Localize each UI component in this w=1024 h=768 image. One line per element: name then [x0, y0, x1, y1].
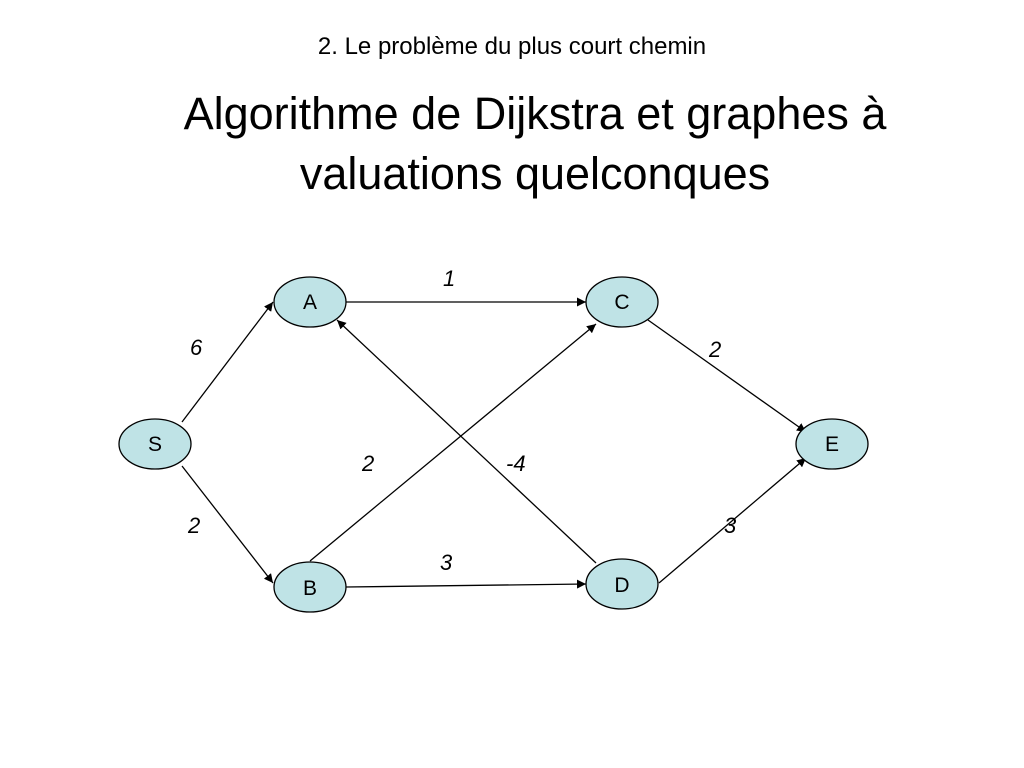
node-d: D — [585, 558, 659, 610]
edge-b-d — [345, 579, 587, 589]
edge-weights: 6 2 1 2 3 -4 2 3 — [187, 266, 737, 575]
node-b-label: B — [303, 577, 317, 600]
edge-s-a — [181, 301, 274, 423]
weight-d-a: -4 — [506, 451, 526, 476]
edge-b-c — [309, 323, 597, 562]
node-b-shape — [273, 561, 347, 613]
weight-c-e: 2 — [708, 337, 721, 362]
weight-s-b: 2 — [187, 513, 200, 538]
edge-d-e — [658, 457, 807, 584]
node-e-label: E — [825, 433, 839, 456]
weight-b-d: 3 — [440, 550, 453, 575]
node-e-shape — [795, 418, 869, 470]
edges — [181, 297, 807, 589]
weight-s-a: 6 — [190, 335, 203, 360]
node-c: C — [585, 276, 659, 328]
weight-b-c: 2 — [361, 451, 374, 476]
node-e: E — [795, 418, 869, 470]
node-c-label: C — [614, 291, 629, 314]
node-s: S — [118, 418, 192, 470]
edge-d-a — [336, 319, 597, 564]
slide-subtitle: 2. Le problème du plus court chemin — [317, 33, 707, 60]
node-s-shape — [118, 418, 192, 470]
node-c-shape — [585, 276, 659, 328]
node-b: B — [273, 561, 347, 613]
weight-d-e: 3 — [724, 513, 737, 538]
edge-s-b — [181, 465, 274, 584]
node-a: A — [273, 276, 347, 328]
node-a-label: A — [303, 291, 317, 314]
weight-a-c: 1 — [443, 266, 455, 291]
node-a-shape — [273, 276, 347, 328]
node-d-shape — [585, 558, 659, 610]
node-s-label: S — [148, 433, 162, 456]
node-d-label: D — [614, 574, 629, 597]
slide-title-line-1: Algorithme de Dijkstra et graphes à — [183, 88, 887, 139]
edge-c-e — [647, 319, 807, 433]
slide-title: Algorithme de Dijkstra et graphes à valu… — [0, 84, 1024, 204]
slide-title-line-2: valuations quelconques — [299, 148, 771, 199]
